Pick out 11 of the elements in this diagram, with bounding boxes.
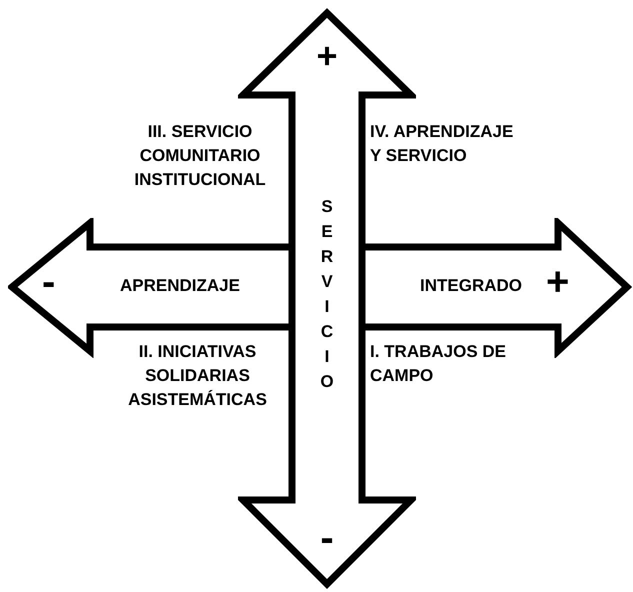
quadrant-label: II. INICIATIVAS SOLIDARIAS ASISTEMÁTICAS: [127, 341, 268, 411]
plus-sign: +: [315, 38, 339, 74]
minus-sign: -: [42, 262, 56, 302]
axis-label: INTEGRADO: [420, 276, 522, 296]
axis-label: SERVICIO: [320, 196, 334, 393]
minus-sign: -: [319, 518, 335, 558]
quadrant-label: I. TRABAJOS DE CAMPO: [370, 341, 508, 387]
plus-sign: +: [546, 262, 570, 302]
axis-label: APRENDIZAJE: [120, 276, 240, 296]
quadrant-label: IV. APRENDIZAJE Y SERVICIO: [370, 121, 514, 167]
quadrant-label: III. SERVICIO COMUNITARIO INSTITUCIONAL: [133, 121, 267, 191]
